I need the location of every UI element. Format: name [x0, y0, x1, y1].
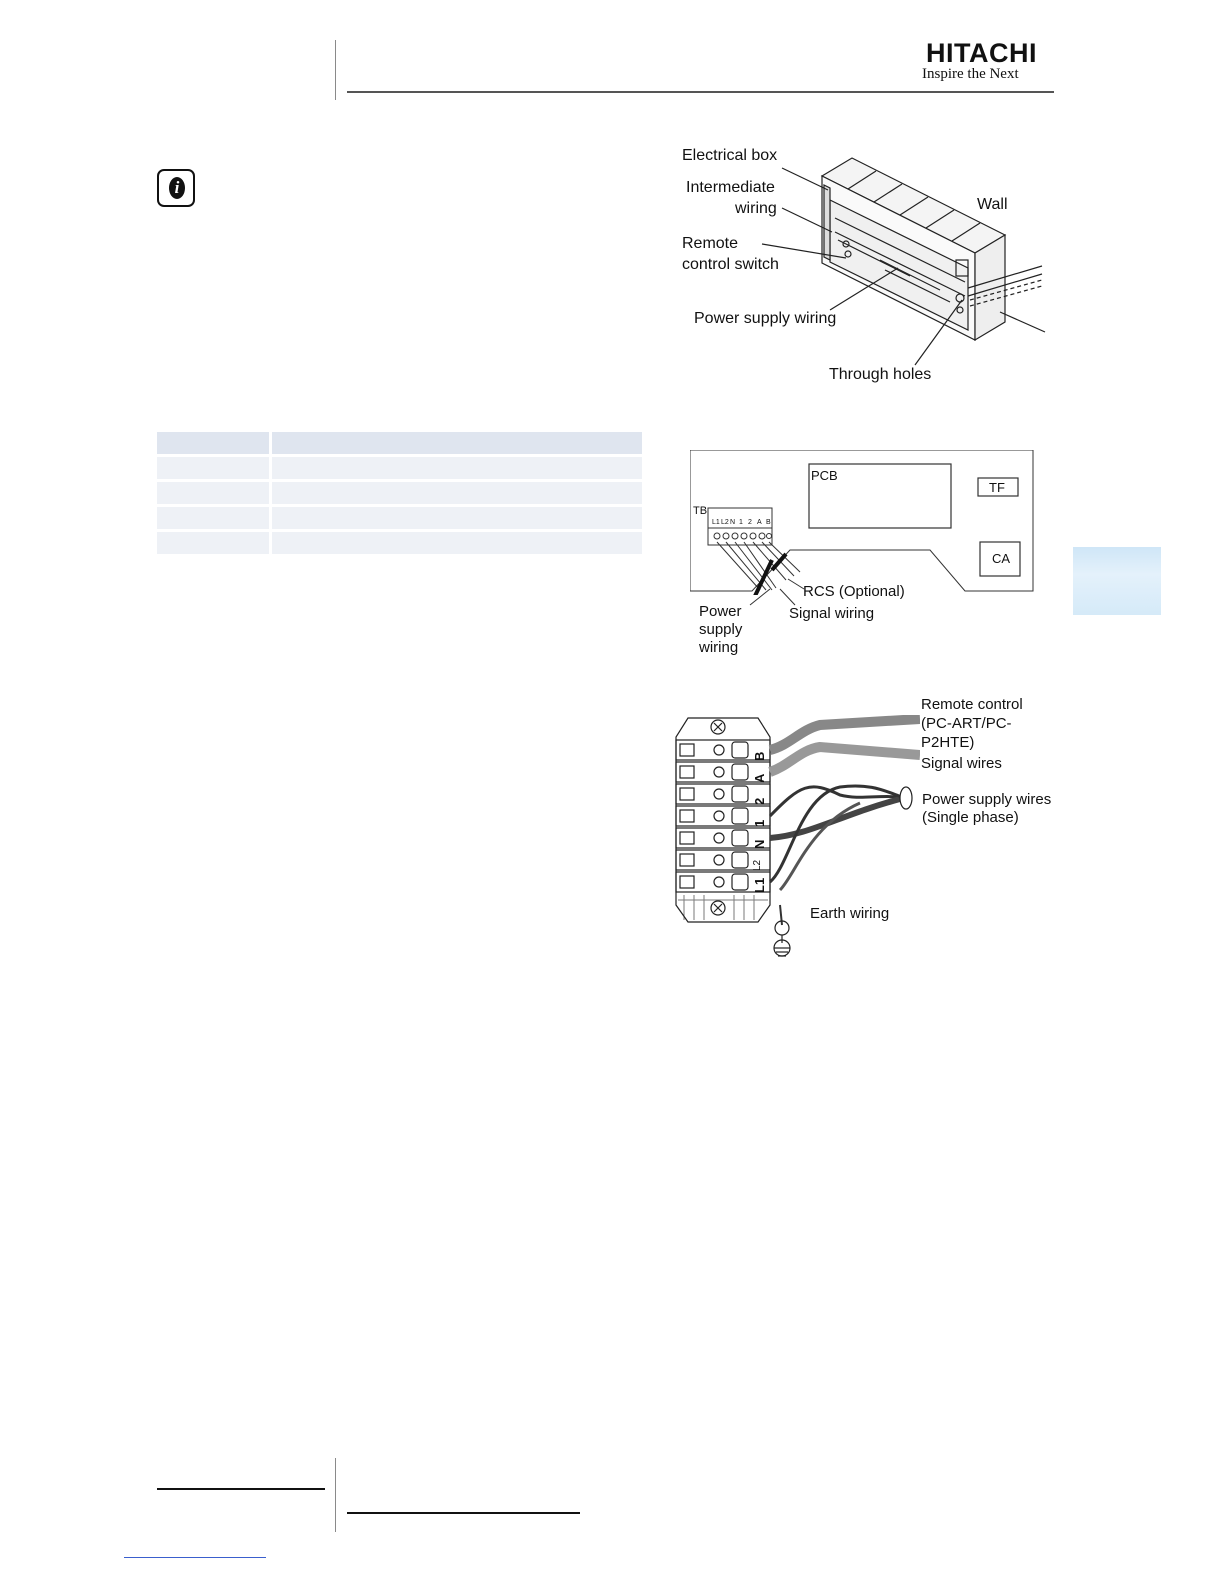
spec-table [157, 429, 642, 557]
info-icon: i [157, 169, 195, 207]
header-divider-vertical [335, 40, 336, 100]
chapter-side-tab [1073, 547, 1161, 615]
tb-terminal: 2 [748, 519, 752, 526]
label-signal-wiring: Signal wiring [789, 605, 875, 622]
label-wall: Wall [977, 196, 1008, 213]
label-remote-control-2: control switch [682, 256, 779, 273]
pcb-drawing [689, 449, 1034, 597]
label-signal-wires: Signal wires [921, 755, 1002, 772]
label-electrical-box: Electrical box [682, 147, 778, 164]
terminal-label: N [752, 839, 767, 849]
label-tb: TB [693, 505, 708, 517]
figure-unit-wiring [670, 140, 1060, 390]
terminal-label: L1 [752, 877, 767, 893]
label-through-holes: Through holes [829, 366, 932, 383]
pcb-leader-lines [740, 575, 820, 615]
label-earth-wiring: Earth wiring [810, 905, 890, 922]
label-tf: TF [989, 480, 1005, 495]
footer-link-underline[interactable] [124, 1557, 266, 1558]
footer-rule-right [347, 1512, 580, 1514]
label-power-supply-2: supply [699, 621, 743, 638]
terminal-letters: B A 2 1 N L2 L1 [752, 741, 772, 895]
footer-divider-vertical [335, 1458, 336, 1532]
label-power-supply-1: Power [699, 603, 742, 620]
label-remote-control-1: Remote control [921, 696, 1023, 713]
label-power-supply-3: wiring [699, 639, 739, 656]
terminal-label: L2 [752, 859, 763, 871]
tb-terminal: L2 [721, 519, 729, 526]
brand-logo-text: HITACHI [926, 38, 1037, 68]
table-row [157, 457, 642, 479]
label-intermediate-wiring-1: Intermediate [686, 179, 775, 196]
header-rule [347, 91, 1054, 93]
terminal-block-drawing [675, 714, 921, 957]
figure-terminal-block [670, 714, 921, 960]
table-header-row [157, 432, 642, 454]
tb-terminal: A [757, 519, 762, 526]
unit-drawing [761, 157, 1046, 366]
label-rcs-optional: RCS (Optional) [803, 583, 905, 600]
label-intermediate-wiring-2: wiring [735, 200, 777, 217]
label-remote-control-3: P2HTE) [921, 734, 975, 751]
figure-pcb-layout [689, 449, 1035, 597]
brand-tagline: Inspire the Next [922, 66, 1019, 82]
terminal-label: B [752, 751, 767, 761]
table-row [157, 532, 642, 554]
terminal-label: 2 [752, 797, 767, 805]
label-remote-control-2: (PC-ART/PC- [921, 715, 1012, 732]
table-row [157, 482, 642, 504]
tb-terminal: L1 [712, 519, 720, 526]
label-power-supply-wires-1: Power supply wires [922, 791, 1052, 808]
label-ca: CA [992, 551, 1011, 566]
terminal-label: A [752, 773, 767, 783]
terminal-label: 1 [752, 819, 767, 827]
tb-terminal: B [766, 519, 771, 526]
label-pcb: PCB [811, 468, 838, 483]
tb-terminal: N [730, 519, 736, 526]
label-power-supply-wiring: Power supply wiring [694, 310, 837, 327]
label-power-supply-wires-2: (Single phase) [922, 809, 1019, 826]
table-row [157, 507, 642, 529]
tb-terminal: 1 [739, 519, 743, 526]
label-remote-control-1: Remote [682, 235, 739, 252]
footer-rule-left [157, 1488, 325, 1490]
